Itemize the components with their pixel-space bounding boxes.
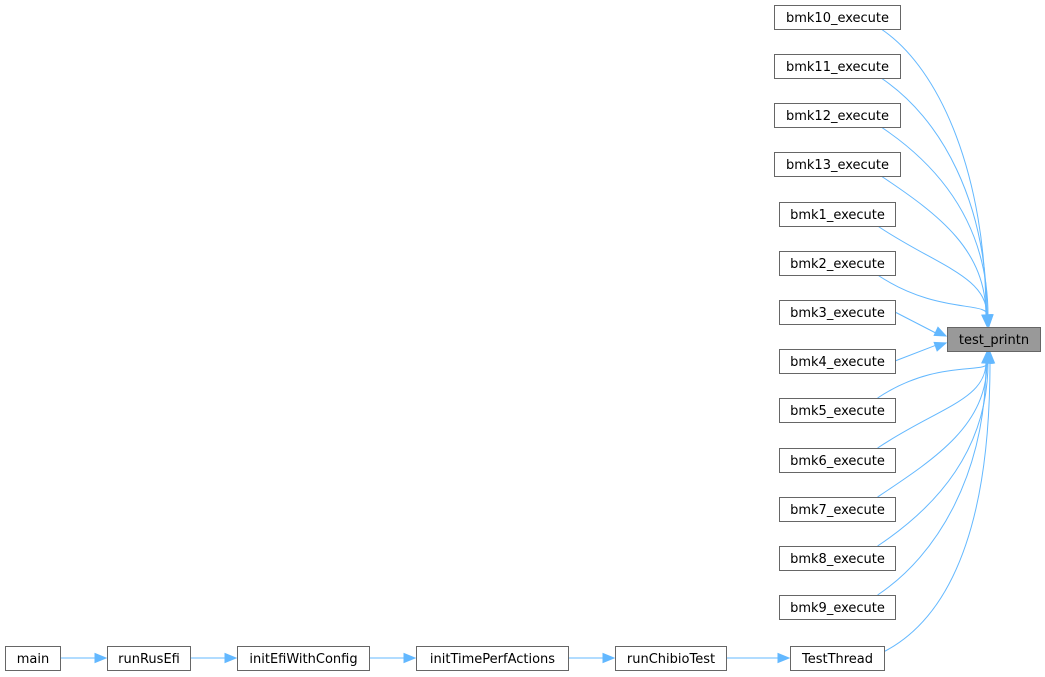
node-bmk9-execute[interactable]: bmk9_execute	[779, 595, 896, 620]
node-bmk5-execute[interactable]: bmk5_execute	[779, 398, 896, 423]
node-label: bmk13_execute	[786, 158, 889, 173]
node-bmk13-execute[interactable]: bmk13_execute	[774, 152, 901, 177]
node-box	[779, 251, 896, 276]
node-testthread[interactable]: TestThread	[790, 646, 885, 671]
node-bmk3-execute[interactable]: bmk3_execute	[779, 300, 896, 325]
node-label: bmk8_execute	[790, 552, 885, 567]
node-box	[947, 327, 1041, 352]
node-initefiwithconfig[interactable]: initEfiWithConfig	[237, 646, 370, 671]
node-bmk7-execute[interactable]: bmk7_execute	[779, 497, 896, 522]
node-box	[5, 646, 61, 671]
node-box	[779, 448, 896, 473]
node-test-printn[interactable]: test_printn	[947, 327, 1041, 352]
arrowhead-icon	[224, 652, 238, 664]
node-bmk8-execute[interactable]: bmk8_execute	[779, 546, 896, 571]
arrowhead-icon	[933, 341, 948, 352]
node-label: main	[17, 652, 49, 667]
arrowhead-icon	[602, 652, 616, 664]
node-runchibiotest[interactable]: runChibioTest	[615, 646, 727, 671]
node-bmk6-execute[interactable]: bmk6_execute	[779, 448, 896, 473]
node-bmk1-execute[interactable]: bmk1_execute	[779, 202, 896, 227]
edge-bmk2-execute-to-test-printn	[877, 274, 994, 328]
node-label: bmk10_execute	[786, 11, 889, 26]
edge-initefiwithconfig-to-inittimeperfactions	[369, 652, 417, 664]
arrowhead-icon	[403, 652, 417, 664]
node-box	[779, 202, 896, 227]
edges-layer	[60, 28, 996, 664]
edge-line	[877, 225, 988, 317]
edge-line	[869, 361, 991, 659]
edge-inittimeperfactions-to-runchibiotest	[568, 652, 616, 664]
edge-line	[877, 361, 988, 498]
arrowhead-icon	[984, 350, 996, 364]
node-label: TestThread	[801, 652, 873, 667]
edge-testthread-to-test-printn	[869, 350, 996, 659]
node-label: test_printn	[959, 333, 1029, 348]
node-box	[237, 646, 370, 671]
edge-bmk3-execute-to-test-printn	[894, 311, 948, 337]
node-bmk11-execute[interactable]: bmk11_execute	[774, 54, 901, 79]
node-runrusefi[interactable]: runRusEfi	[107, 646, 191, 671]
node-label: bmk6_execute	[790, 454, 885, 469]
node-label: bmk3_execute	[790, 306, 885, 321]
node-box	[779, 349, 896, 374]
node-box	[779, 300, 896, 325]
node-label: runRusEfi	[118, 652, 180, 667]
node-box	[790, 646, 885, 671]
node-main[interactable]: main	[5, 646, 61, 671]
edge-line	[877, 274, 989, 317]
node-bmk12-execute[interactable]: bmk12_execute	[774, 103, 901, 128]
edge-line	[880, 126, 989, 317]
node-label: bmk7_execute	[790, 503, 885, 518]
node-bmk4-execute[interactable]: bmk4_execute	[779, 349, 896, 374]
node-box	[774, 54, 901, 79]
node-box	[779, 497, 896, 522]
node-box	[779, 595, 896, 620]
node-label: initTimePerfActions	[430, 652, 555, 667]
node-label: bmk4_execute	[790, 355, 885, 370]
nodes-layer: test_printn bmk10_execute bmk11_executebmk…	[5, 5, 1041, 671]
node-label: initEfiWithConfig	[249, 652, 357, 667]
edge-line	[894, 344, 937, 362]
node-box	[774, 152, 901, 177]
edge-line	[877, 361, 987, 449]
arrowhead-icon	[777, 652, 791, 664]
node-box	[107, 646, 191, 671]
node-label: bmk5_execute	[790, 404, 885, 419]
edge-bmk4-execute-to-test-printn	[894, 341, 948, 362]
edge-runchibiotest-to-testthread	[726, 652, 791, 664]
arrowhead-icon	[933, 326, 948, 337]
node-inittimeperfactions[interactable]: initTimePerfActions	[416, 646, 569, 671]
node-label: bmk11_execute	[786, 60, 889, 75]
node-box	[774, 5, 901, 30]
edge-runrusefi-to-initefiwithconfig	[190, 652, 238, 664]
node-box	[774, 103, 901, 128]
node-label: bmk2_execute	[790, 257, 885, 272]
arrowhead-icon	[983, 314, 994, 328]
node-label: bmk1_execute	[790, 208, 885, 223]
edge-line	[877, 361, 987, 596]
node-box	[779, 398, 896, 423]
node-bmk2-execute[interactable]: bmk2_execute	[779, 251, 896, 276]
node-box	[779, 546, 896, 571]
node-bmk10-execute[interactable]: bmk10_execute	[774, 5, 901, 30]
node-label: bmk12_execute	[786, 109, 889, 124]
node-box	[416, 646, 569, 671]
edge-line	[880, 175, 987, 317]
edge-line	[894, 311, 937, 334]
edge-main-to-runrusefi	[60, 652, 108, 664]
arrowhead-icon	[94, 652, 108, 664]
node-box	[615, 646, 727, 671]
edge-line	[877, 361, 989, 547]
node-label: runChibioTest	[627, 652, 715, 667]
node-label: bmk9_execute	[790, 601, 885, 616]
